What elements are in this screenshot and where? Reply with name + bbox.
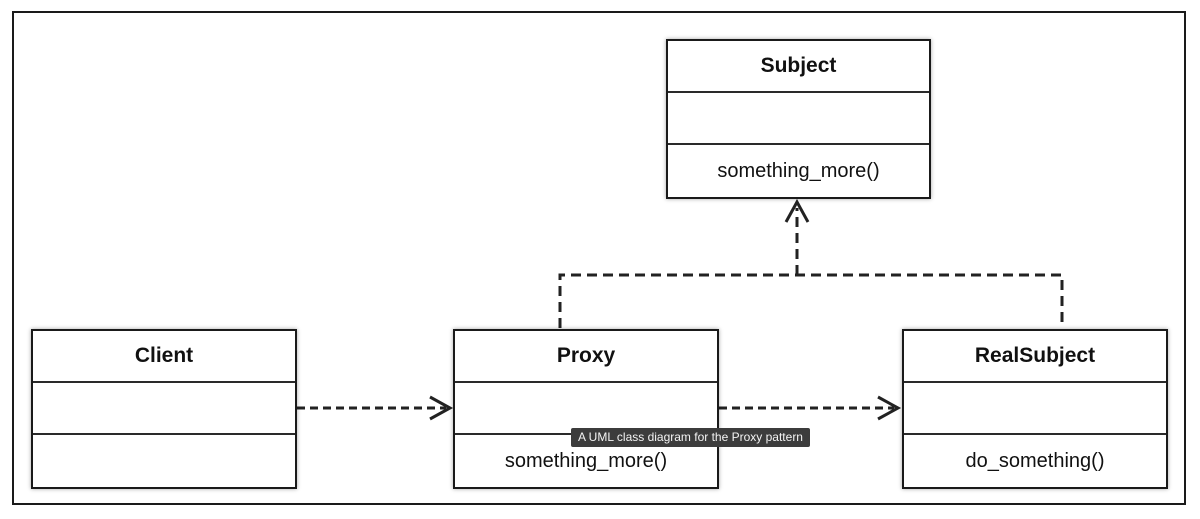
class-name: Client (33, 331, 295, 383)
client-to-proxy-arrowhead (429, 395, 454, 421)
class-attributes (904, 383, 1166, 435)
class-name: Proxy (455, 331, 717, 383)
subject-arrowhead (784, 198, 810, 223)
class-name: RealSubject (904, 331, 1166, 383)
class-attributes (33, 383, 295, 435)
proxy-class: Proxy something_more() (453, 329, 719, 489)
subject-class: Subject something_more() (666, 39, 931, 199)
client-class: Client (31, 329, 297, 489)
caption-tooltip: A UML class diagram for the Proxy patter… (571, 428, 810, 447)
class-operations (33, 435, 295, 487)
realsubject-class: RealSubject do_something() (902, 329, 1168, 489)
class-attributes (668, 93, 929, 145)
class-name: Subject (668, 41, 929, 93)
class-operations: something_more() (504, 449, 668, 472)
implementations-to-subject-dependency (558, 273, 1064, 328)
proxy-to-realsubject-arrowhead (877, 395, 902, 421)
class-operations: do_something() (965, 449, 1105, 472)
class-operations: something_more() (717, 159, 880, 182)
